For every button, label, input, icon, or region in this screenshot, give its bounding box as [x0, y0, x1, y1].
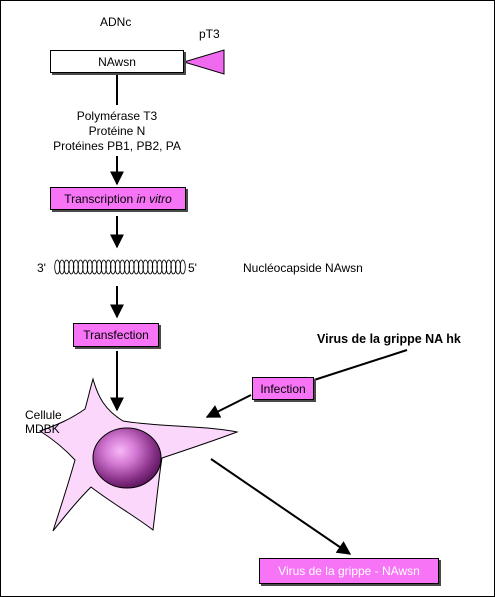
rna-coil-loop [63, 259, 70, 275]
rna-coil-loop [54, 259, 61, 275]
connector-virus-to-infection [310, 349, 408, 382]
transcription-in-vitro-italic: in vitro [136, 191, 172, 206]
rna-coil-loop [105, 259, 112, 275]
rna-coil-loop [77, 259, 84, 275]
rna-coil-loop [82, 259, 89, 275]
virus-hk-label: Virus de la grippe NA hk [317, 332, 461, 346]
infection-box: Infection [252, 377, 314, 400]
rna-coil-loop [165, 259, 172, 275]
rna-coil-loop [147, 259, 154, 275]
rna-coil-loop [100, 259, 107, 275]
rna-coil-loop [119, 259, 126, 275]
enzyme-pb-proteins: Protéines PB1, PB2, PA [53, 139, 181, 153]
rna-coil-loop [156, 259, 163, 275]
result-virus-nawsn-box: Virus de la grippe - NAwsn [259, 558, 439, 584]
pt3-label: pT3 [199, 27, 220, 41]
arrow-cell-to-result [210, 458, 352, 555]
transfection-box: Transfection [73, 323, 159, 347]
promoter-triangle-icon [182, 49, 225, 75]
rna-coil-loop [124, 259, 131, 275]
rna-coil-loop [133, 259, 140, 275]
rna-coil-loop [86, 259, 93, 275]
arrow-infection-to-cell [205, 394, 252, 418]
rna-coil-loop [142, 259, 149, 275]
rna-coil-loop [91, 259, 98, 275]
rna-end-5-label: 5' [188, 261, 197, 275]
rna-coil-loop [68, 259, 75, 275]
rna-coil-loop [137, 259, 144, 275]
adnc-label: ADNc [100, 15, 132, 29]
transcription-in-vitro-box: Transcription in vitro [50, 187, 186, 210]
rna-coil-loop [110, 259, 117, 275]
rna-coil-loop [151, 259, 158, 275]
transcription-label: Transcription [64, 191, 137, 206]
nucleocapsid-label: Nucléocapside NAwsn [243, 261, 363, 275]
nucleus-icon [92, 427, 162, 489]
rna-end-3-label: 3' [37, 261, 46, 275]
rna-coil-loop [161, 259, 168, 275]
rna-coil-loop [72, 259, 79, 275]
rna-coil-loop [59, 259, 66, 275]
rna-coil-loop [114, 259, 121, 275]
rna-coil-loop [170, 259, 177, 275]
rna-coil-loop [174, 259, 181, 275]
rna-coil-loop [179, 259, 186, 275]
rna-coil-loop [128, 259, 135, 275]
enzyme-polymerase: Polymérase T3 [76, 109, 158, 123]
cell-label-line1: Cellule [25, 408, 62, 422]
gene-box-nawsn: NAwsn [50, 50, 184, 73]
enzyme-protein-n: Protéine N [88, 124, 146, 138]
rna-coil-loop [96, 259, 103, 275]
cell-label-line2: MDBK [25, 422, 60, 436]
coiled-rna-icon [54, 259, 186, 275]
